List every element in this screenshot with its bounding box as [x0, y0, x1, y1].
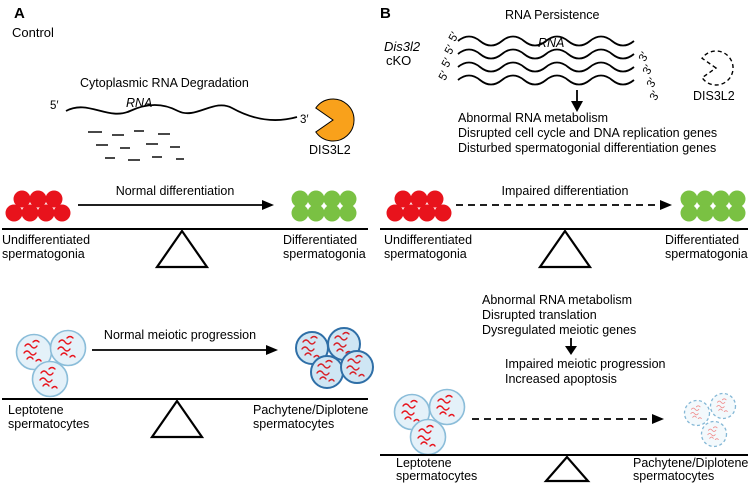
condition-suffix: cKO [386, 53, 412, 68]
condition-gene: Dis3l2 [384, 39, 421, 54]
differentiated-label-b: Differentiated spermatogonia [665, 233, 748, 261]
degraded-rna-fragments [88, 130, 184, 161]
impaired-meiosis-arrow [472, 414, 664, 424]
differentiated-cells-a [291, 190, 357, 222]
balance-triangle-a1 [154, 229, 210, 269]
enzyme-label-a: DIS3L2 [309, 143, 351, 157]
balance-triangle-a2 [149, 399, 205, 439]
three-prime-a: 3′ [300, 114, 309, 126]
pachytene-label-a: Pachytene/Diplotene spermatocytes [253, 403, 369, 431]
leptotene-label-b: Leptotene spermatocytes [396, 456, 478, 483]
differentiation-arrow-label-a: Normal differentiation [115, 184, 235, 198]
undifferentiated-label-b: Undifferentiated spermatogonia [384, 233, 473, 261]
dis3l2-enzyme-icon [315, 98, 355, 142]
rna-wave-a [65, 104, 298, 121]
persistence-title: RNA Persistence [505, 8, 600, 22]
enzyme-label-b: DIS3L2 [693, 89, 735, 103]
differentiation-arrow-a [78, 200, 274, 210]
effects-block2-line1: Abnormal RNA metabolism [482, 293, 633, 307]
balance-triangle-b2 [543, 455, 591, 483]
effects-block2-line2: Disrupted translation [482, 308, 597, 322]
meiotic-arrow-a [92, 345, 278, 355]
condition-b: Dis3l2 cKO [384, 26, 420, 68]
condition-a: Control [12, 25, 54, 40]
pachytene-label-b: Pachytene/Diplotene spermatocytes [633, 456, 749, 483]
leptotene-cells-a [17, 331, 86, 397]
undifferentiated-cells-a [5, 190, 71, 222]
panel-a-label: A [14, 5, 25, 22]
apoptotic-pachytene-cells-b [685, 394, 736, 447]
effects-block3-line1: Impaired meiotic progression [505, 357, 666, 371]
panel-b-label: B [380, 5, 391, 22]
pachytene-cells-a [296, 328, 373, 388]
effects-block1-line2: Disrupted cell cycle and DNA replication… [458, 126, 718, 140]
rna-label-b: RNA [538, 36, 565, 50]
impaired-differentiation-label: Impaired differentiation [501, 184, 629, 198]
meiotic-arrow-label-a: Normal meiotic progression [103, 328, 257, 342]
down-arrow-1 [571, 90, 583, 112]
down-arrow-2 [565, 338, 577, 355]
five-prime-a: 5′ [50, 100, 59, 112]
effects-block1-line3: Disturbed spermatogonial differentiation… [458, 141, 717, 155]
balance-triangle-b1 [537, 229, 593, 269]
undifferentiated-label-a: Undifferentiated spermatogonia [2, 233, 91, 261]
effects-block3-line2: Increased apoptosis [505, 372, 617, 386]
dis3l2-enzyme-dashed-icon [701, 50, 734, 86]
undifferentiated-cells-b [386, 190, 452, 222]
leptotene-label-a: Leptotene spermatocytes [8, 403, 90, 431]
leptotene-cells-b [395, 390, 465, 455]
differentiated-label-a: Differentiated spermatogonia [283, 233, 366, 261]
effects-block1-line1: Abnormal RNA metabolism [458, 111, 609, 125]
rna-label-a: RNA [126, 96, 153, 110]
degradation-title: Cytoplasmic RNA Degradation [80, 76, 249, 90]
differentiated-cells-b [680, 190, 746, 222]
effects-block2-line3: Dysregulated meiotic genes [482, 323, 637, 337]
impaired-differentiation-arrow [456, 200, 672, 210]
